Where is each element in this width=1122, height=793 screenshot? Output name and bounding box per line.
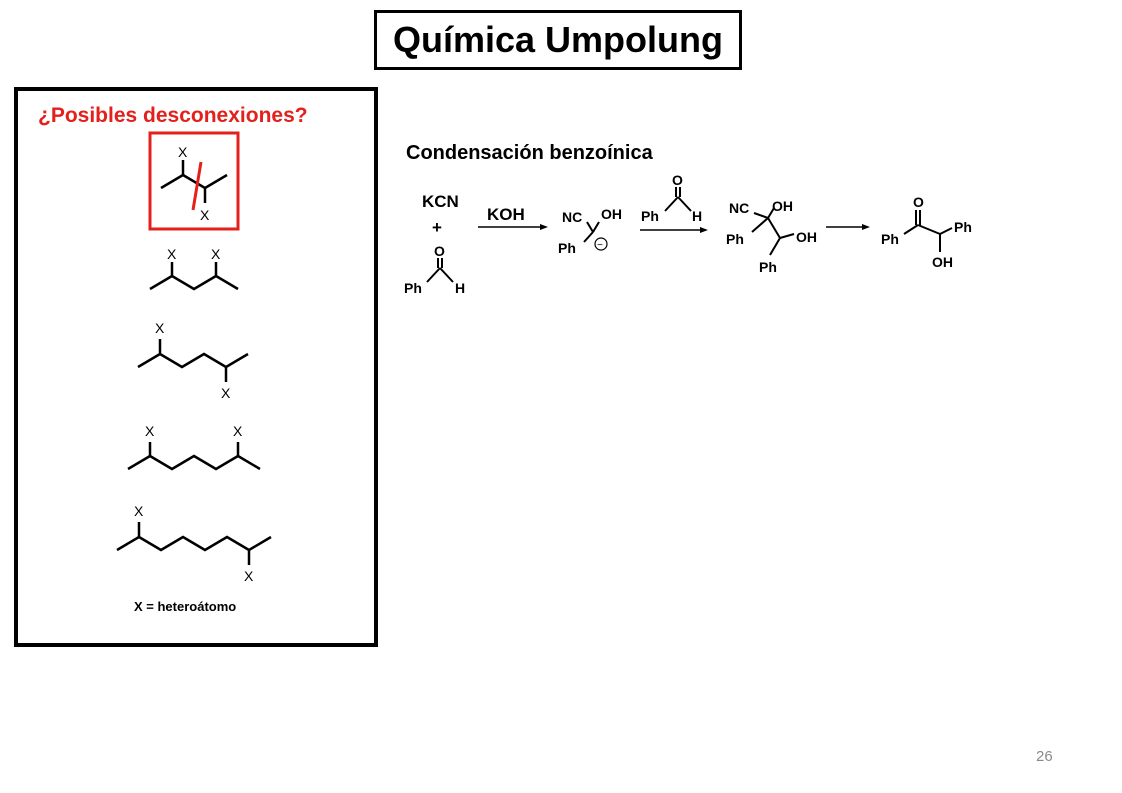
structure-3 (137, 339, 249, 382)
arrowhead-2 (700, 227, 708, 233)
benzaldehyde-bonds (426, 258, 454, 283)
atom-x: X (155, 320, 165, 336)
atom-x: X (244, 568, 254, 584)
group-oh: OH (601, 206, 622, 222)
negative-charge: − (597, 240, 603, 251)
highlight-box (148, 131, 240, 231)
group-oh: OH (932, 254, 953, 270)
page-number: 26 (1036, 748, 1053, 765)
group-oh: OH (796, 229, 817, 245)
atom-x: X (233, 423, 243, 439)
slide-title: Química Umpolung (374, 10, 742, 70)
reagent-kcn: KCN (422, 192, 459, 211)
structure-5 (116, 522, 272, 565)
atom-o: O (434, 243, 445, 259)
atom-ph: Ph (404, 280, 422, 296)
atom-h: H (692, 208, 702, 224)
structure-1 (148, 131, 240, 231)
atom-x: X (167, 246, 177, 262)
heteroatom-legend: X = heteroátomo (134, 599, 237, 614)
atom-x: X (134, 503, 144, 519)
atom-x: X (200, 207, 210, 223)
disconnection-mark (191, 161, 203, 211)
atom-x: X (221, 385, 231, 401)
atom-o: O (913, 194, 924, 210)
atom-h: H (455, 280, 465, 296)
atom-ph: Ph (881, 231, 899, 247)
atom-ph: Ph (954, 219, 972, 235)
atom-x: X (178, 144, 188, 160)
group-nc: NC (729, 200, 749, 216)
benzoin-heading: Condensación benzoínica (406, 142, 653, 164)
reagent-koh: KOH (487, 205, 525, 224)
benzaldehyde-2-bonds (664, 187, 692, 212)
group-oh: OH (772, 198, 793, 214)
atom-o: O (672, 172, 683, 188)
disconnections-panel (14, 87, 378, 647)
group-nc: NC (562, 209, 582, 225)
arrowhead-1 (540, 224, 548, 230)
atom-ph: Ph (726, 231, 744, 247)
intermediate-1-bonds (583, 221, 608, 251)
product-bonds (903, 210, 953, 252)
atom-x: X (211, 246, 221, 262)
atom-x: X (145, 423, 155, 439)
intermediate-2-bonds (751, 207, 795, 256)
atom-ph: Ph (641, 208, 659, 224)
structure-4 (127, 442, 261, 471)
atom-ph: Ph (558, 240, 576, 256)
atom-ph: Ph (759, 259, 777, 275)
plus-sign: + (432, 218, 442, 237)
arrowhead-3 (862, 224, 870, 230)
structure-2 (149, 262, 239, 291)
disconnections-heading: ¿Posibles desconexiones? (38, 104, 308, 127)
